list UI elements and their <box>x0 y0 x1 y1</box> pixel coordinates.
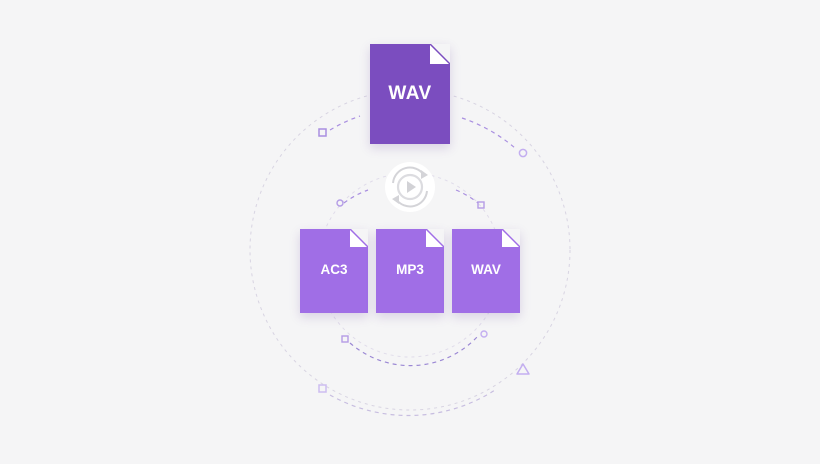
file-icon <box>376 229 444 313</box>
triangle-marker <box>516 363 530 375</box>
file-icon <box>452 229 520 313</box>
target-file-wav: WAV <box>452 229 520 313</box>
file-icon <box>370 44 450 144</box>
square-marker <box>477 201 485 209</box>
convert-play-icon <box>385 162 435 212</box>
square-marker <box>341 335 349 343</box>
target-file-label: MP3 <box>396 262 424 277</box>
target-file-label: AC3 <box>320 262 348 277</box>
square-marker <box>318 384 327 393</box>
circle-marker <box>480 330 488 338</box>
target-file-ac3: AC3 <box>300 229 368 313</box>
circle-marker <box>518 148 528 158</box>
inner-orbit-arc-right <box>455 189 479 204</box>
inner-orbit-arc-left <box>343 189 369 204</box>
circle-marker <box>336 199 344 207</box>
inner-orbit-arc-bottom <box>349 335 479 367</box>
source-file-label: WAV <box>388 83 432 104</box>
source-file: WAV <box>370 44 450 144</box>
square-marker <box>318 128 327 137</box>
target-file-mp3: MP3 <box>376 229 444 313</box>
file-icon <box>300 229 368 313</box>
outer-orbit-arc-bottom <box>329 389 496 417</box>
outer-orbit-arc-right <box>461 117 516 149</box>
outer-orbit-arc-left <box>329 115 361 131</box>
outer-orbit <box>249 89 571 411</box>
target-file-label: WAV <box>471 262 501 277</box>
